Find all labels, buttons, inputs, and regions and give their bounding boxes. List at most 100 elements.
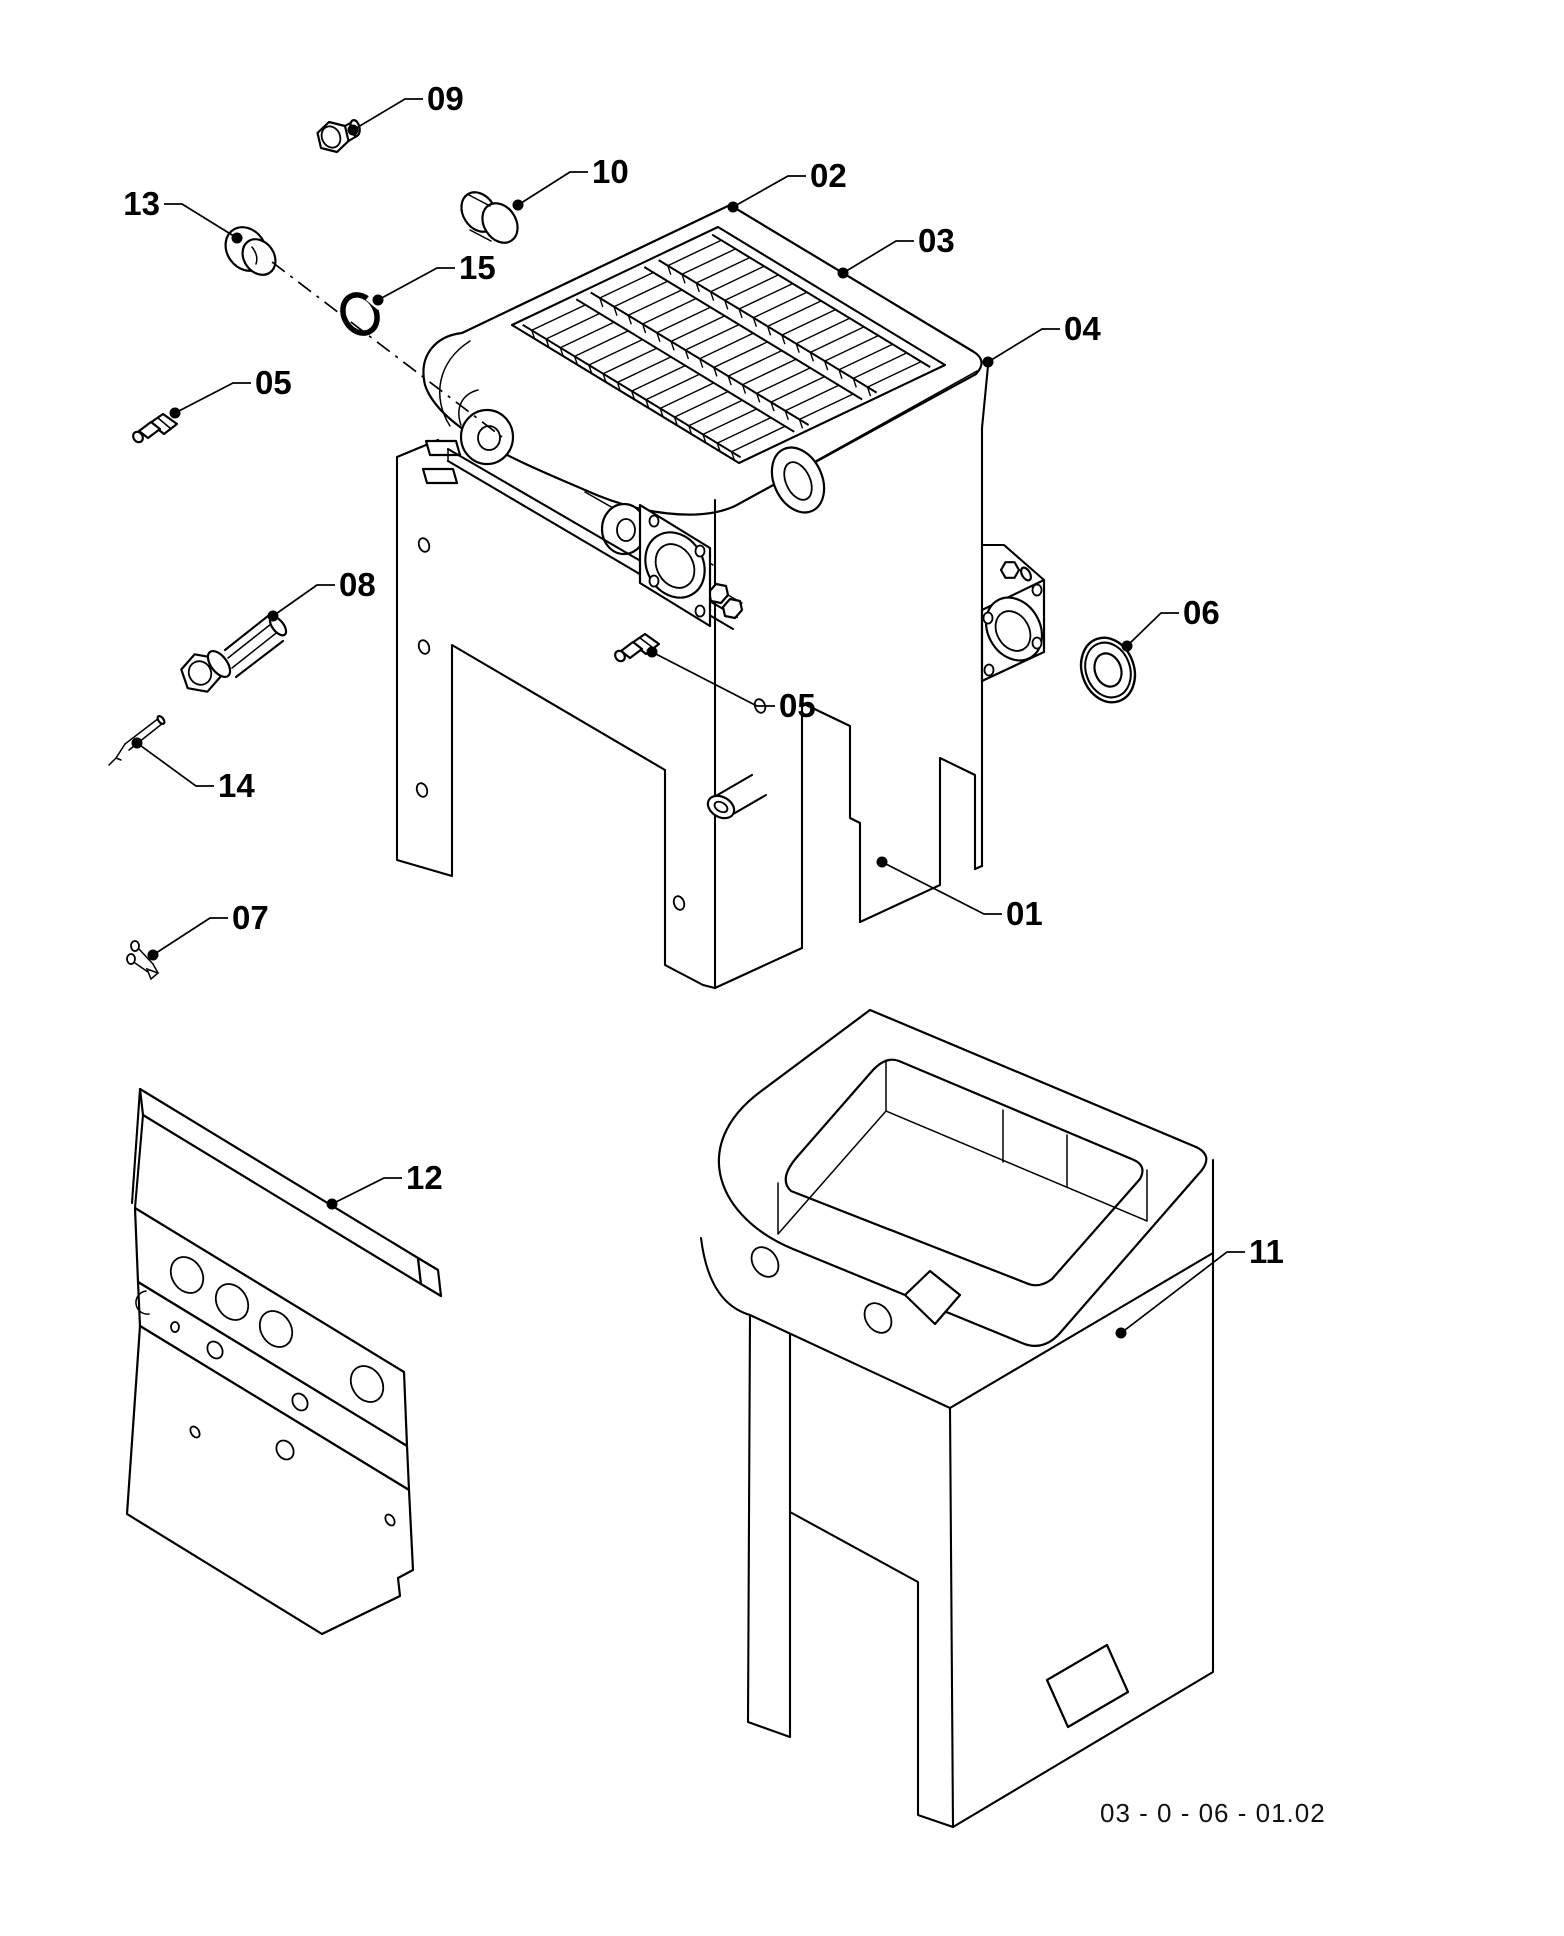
louver-line: [631, 364, 686, 392]
callout-14: 14: [131, 737, 255, 804]
louver-line: [695, 282, 700, 293]
housing-oval-hole: [863, 1302, 893, 1334]
louver-line: [724, 274, 779, 302]
callout-dot: [1121, 640, 1133, 652]
tube-stub: [706, 773, 768, 820]
louver-line: [688, 399, 743, 427]
callout-11: 11: [1115, 1233, 1284, 1339]
louver-line: [617, 356, 672, 384]
callout-03: 03: [837, 222, 955, 279]
louver-line: [742, 358, 797, 386]
callout-dot: [876, 856, 888, 868]
louver-line: [727, 349, 783, 377]
louver-line: [727, 375, 732, 386]
callout-05: 05: [169, 364, 292, 419]
louver-line: [867, 360, 922, 388]
callout-dot: [131, 737, 143, 749]
callout-label: 14: [218, 767, 255, 804]
louver-line: [716, 416, 772, 444]
louver-line: [738, 308, 743, 319]
louver-line: [824, 360, 829, 371]
callout-13: 13: [123, 185, 243, 244]
housing-band-bottom: [748, 1313, 952, 1410]
louver-line: [810, 326, 865, 354]
callout-leader: [987, 328, 1060, 363]
louver-line: [798, 419, 804, 429]
louver-line: [659, 382, 715, 410]
callout-label: 05: [255, 364, 292, 401]
callout-dot: [347, 124, 359, 136]
louver-line: [688, 425, 693, 436]
housing-cutout: [788, 1510, 955, 1829]
louver-line: [756, 367, 811, 395]
rail-bolts: [707, 582, 744, 620]
louver-line: [588, 364, 593, 375]
callout-dot: [982, 356, 994, 368]
callout-dot: [727, 201, 739, 213]
right-flange: [980, 543, 1046, 683]
louver-line: [681, 248, 736, 275]
callout-dot: [646, 646, 658, 658]
grille-louvers: [522, 233, 931, 462]
callout-leader: [136, 742, 214, 787]
louver-line: [602, 347, 658, 375]
callout-leader: [331, 1177, 402, 1205]
louver-line: [699, 358, 704, 368]
part-13-cup-plug: [224, 226, 277, 276]
callout-dot: [1115, 1327, 1127, 1339]
louver-line: [573, 356, 579, 366]
louver-line: [753, 291, 808, 319]
louver-line: [545, 338, 550, 349]
callout-leader: [272, 584, 335, 617]
louver-line: [766, 326, 772, 336]
callout-leader: [732, 175, 806, 208]
callout-01: 01: [876, 856, 1043, 932]
callout-label: 08: [339, 566, 376, 603]
callout-leader: [377, 267, 455, 301]
louver-line: [756, 393, 761, 403]
louver-line: [713, 367, 718, 377]
louver-line: [673, 416, 679, 427]
louver-line: [741, 384, 747, 394]
part-07-clip: [126, 940, 160, 981]
callout-dot: [231, 232, 243, 244]
callout-leader: [164, 203, 238, 239]
leg-hole: [417, 639, 431, 655]
louver-line: [852, 378, 857, 388]
louver-line: [656, 306, 711, 334]
callout-08: 08: [267, 566, 376, 622]
callout-label: 01: [1006, 895, 1043, 932]
callout-dot: [267, 610, 279, 622]
louver-line: [770, 375, 825, 403]
housing-oval-hole: [750, 1246, 780, 1278]
callout-dot: [169, 407, 181, 419]
callout-label: 12: [406, 1159, 443, 1196]
louver-line: [781, 334, 786, 345]
callout-12: 12: [326, 1159, 443, 1210]
opening-inner-wall: [777, 1059, 1148, 1235]
louver-line: [645, 373, 700, 401]
callout-09: 09: [347, 80, 464, 136]
louver-line: [681, 274, 686, 284]
louver-line: [599, 297, 604, 308]
louver-line: [809, 352, 815, 362]
nose-contour: [438, 340, 471, 427]
assembly-centerline: [271, 261, 503, 438]
louver-line: [631, 390, 636, 401]
louver-line: [545, 312, 600, 340]
louver-line: [602, 373, 607, 383]
center-leg: [663, 768, 717, 990]
callout-10: 10: [512, 153, 629, 211]
louver-line: [575, 298, 795, 433]
louver-line: [716, 442, 721, 453]
callout-dot: [147, 949, 159, 961]
housing-right-top: [948, 1251, 1215, 1410]
callout-leader: [352, 98, 423, 131]
louver-line: [770, 401, 775, 412]
callout-label: 05: [779, 687, 816, 724]
part-10-cap: [460, 191, 519, 244]
callout-dot: [512, 199, 524, 211]
